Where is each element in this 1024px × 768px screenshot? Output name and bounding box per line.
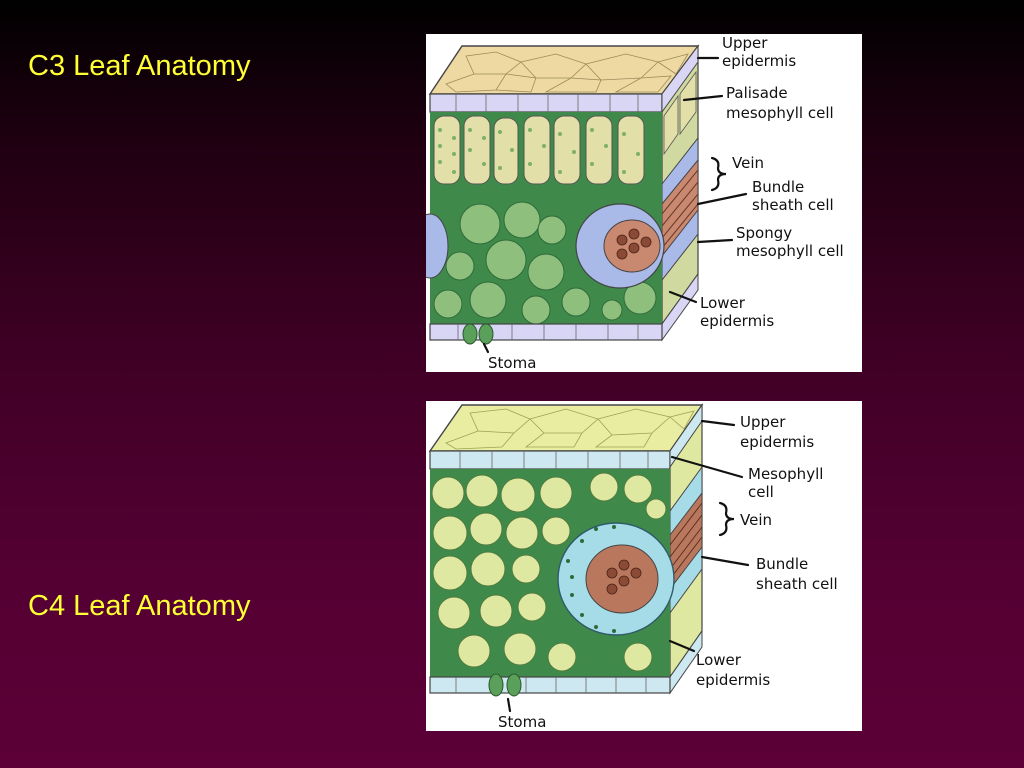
c4-label-upper-epidermis-2: epidermis (740, 433, 814, 451)
c4-top-surface (428, 404, 704, 452)
c3-leaf-diagram: Upper epidermis Palisade mesophyll cell … (426, 34, 862, 372)
c3-title: C3 Leaf Anatomy (28, 50, 251, 82)
c3-top-surface-cells (445, 51, 689, 93)
c3-upper-epidermis-cells (455, 94, 639, 112)
c3-label-palisade-2: mesophyll cell (726, 104, 834, 122)
c4-label-mesophyll-2: cell (748, 483, 774, 501)
c3-label-spongy-2: mesophyll cell (736, 242, 844, 260)
c4-label-bundle-sheath-1: Bundle (756, 555, 808, 573)
c4-label-upper-epidermis-1: Upper (740, 413, 786, 431)
c4-label-lower-epidermis-1: Lower (696, 651, 742, 669)
c3-lower-epidermis-cells (457, 324, 639, 340)
c4-title: C4 Leaf Anatomy (28, 590, 251, 622)
c3-label-lower-epidermis-1: Lower (700, 294, 746, 312)
c3-stoma (462, 323, 494, 345)
c4-label-lines (506, 419, 750, 713)
c3-label-upper-epidermis-1: Upper (722, 34, 768, 52)
c3-spongy-cells (433, 201, 657, 325)
c3-vein-strands (661, 169, 699, 249)
c3-vein-vessels (616, 228, 652, 260)
c3-side-palisade (663, 70, 697, 156)
c4-top-surface-cells (445, 408, 695, 450)
c3-top-surface (428, 45, 700, 95)
c3-left-bundle-sheath (426, 213, 449, 279)
c4-label-mesophyll-1: Mesophyll (748, 465, 823, 483)
c4-upper-epidermis (429, 450, 671, 470)
c4-mesophyll-cells (431, 472, 667, 672)
c3-label-lower-epidermis-2: epidermis (700, 312, 774, 330)
c4-label-stoma: Stoma (498, 713, 546, 731)
c4-vein-strands (669, 502, 703, 580)
c4-lower-epidermis (429, 676, 671, 694)
c3-label-upper-epidermis-2: epidermis (722, 52, 796, 70)
c3-label-stoma: Stoma (488, 354, 536, 372)
c3-palisade-chloroplasts (438, 128, 640, 174)
c4-vein-vessels (606, 559, 642, 595)
c4-bundle-sheath-chloroplasts (566, 525, 616, 633)
c3-palisade-cells (433, 115, 645, 185)
c3-label-bundle-sheath-1: Bundle (752, 178, 804, 196)
c4-label-vein: Vein (740, 511, 772, 529)
c3-leaf-illustration: Upper epidermis Palisade mesophyll cell … (426, 34, 844, 372)
c4-label-lower-epidermis-2: epidermis (696, 671, 770, 689)
c4-lower-epidermis-cells (455, 677, 647, 693)
c3-side-epidermis (661, 44, 699, 114)
c4-leaf-diagram: Upper epidermis Mesophyll cell Vein Bund… (426, 401, 862, 731)
c4-label-bundle-sheath-2: sheath cell (756, 575, 838, 593)
c3-label-bundle-sheath-2: sheath cell (752, 196, 834, 214)
c3-label-lines (482, 56, 748, 354)
c4-stoma (488, 673, 522, 697)
c3-label-palisade-1: Palisade (726, 84, 788, 102)
c3-upper-epidermis (429, 93, 663, 113)
c4-upper-epidermis-cells (459, 451, 649, 469)
c3-label-spongy-1: Spongy (736, 224, 792, 242)
c3-label-vein: Vein (732, 154, 764, 172)
c4-leaf-illustration: Upper epidermis Mesophyll cell Vein Bund… (428, 403, 838, 731)
